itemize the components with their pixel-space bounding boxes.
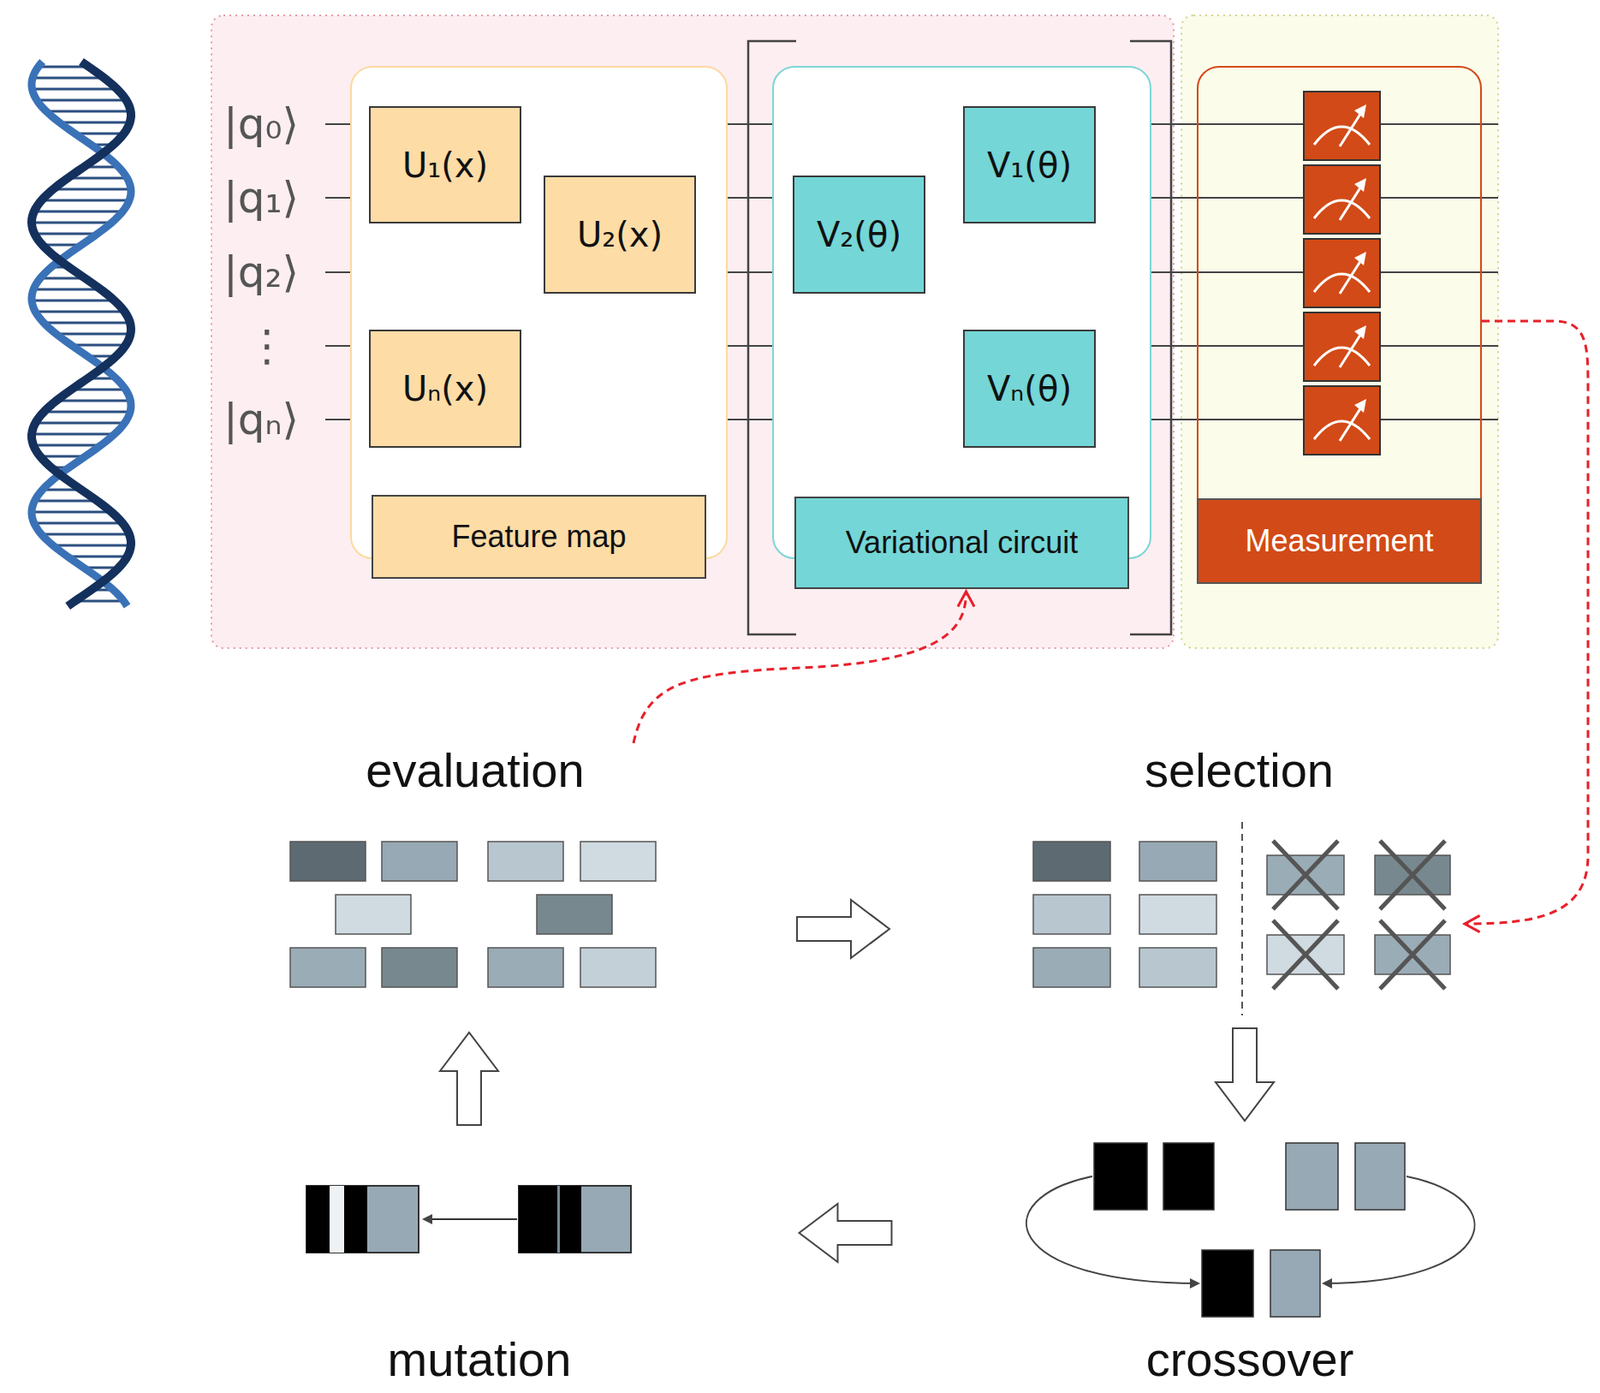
block-label: Variational circuit bbox=[794, 496, 1130, 589]
stage-label: evaluation bbox=[365, 743, 584, 798]
ellipsis-mark: ⋮ bbox=[245, 321, 289, 371]
connector bbox=[1215, 1028, 1274, 1121]
gate-box: U₂(x) bbox=[543, 175, 696, 294]
gate-label: Vₙ(θ) bbox=[987, 368, 1072, 409]
gate-box: U₁(x) bbox=[368, 106, 522, 224]
population bbox=[290, 841, 656, 988]
connector bbox=[440, 1032, 499, 1125]
crossover-chromosomes bbox=[1094, 1142, 1405, 1317]
block-label: Measurement bbox=[1196, 498, 1482, 584]
measure-panel bbox=[1181, 15, 1499, 649]
circuit-panel bbox=[211, 15, 1174, 649]
crossover-arrow bbox=[1026, 1176, 1199, 1284]
gate-label: U₂(x) bbox=[576, 214, 663, 255]
selection-cut bbox=[1241, 821, 1244, 1016]
ga-stage: selection bbox=[1018, 743, 1460, 1019]
gate-label: U₁(x) bbox=[402, 145, 488, 185]
block-arrow bbox=[1215, 1028, 1274, 1121]
rejected-marks bbox=[1272, 840, 1446, 989]
block-arrow bbox=[799, 1203, 893, 1262]
qubit-label: |q₁⟩ bbox=[223, 172, 299, 223]
connector bbox=[797, 899, 890, 958]
stage-label: selection bbox=[1144, 743, 1334, 798]
ga-stage: crossover bbox=[1023, 1130, 1477, 1387]
qubit-label: |q₀⟩ bbox=[223, 99, 299, 149]
circuit-block: Variational circuit V₂(θ) V₁(θ) Vₙ(θ) bbox=[772, 65, 1152, 589]
dna-helix bbox=[31, 61, 131, 607]
block-arrow bbox=[797, 899, 890, 958]
circuit-block: Feature map U₁(x) U₂(x) Uₙ(x) bbox=[350, 65, 728, 579]
crossover-arrow bbox=[1323, 1176, 1476, 1284]
circuit-block: Measurement bbox=[1196, 65, 1482, 584]
dashed-link bbox=[1464, 321, 1589, 924]
gate-box: V₁(θ) bbox=[963, 106, 1096, 224]
dashed-link bbox=[633, 591, 967, 744]
connector bbox=[633, 591, 975, 744]
gate-box: Vₙ(θ) bbox=[963, 329, 1096, 448]
qubit-label: |q₂⟩ bbox=[223, 247, 299, 298]
ga-stage: evaluation bbox=[282, 743, 668, 994]
gate-label: V₁(θ) bbox=[987, 145, 1072, 185]
connector bbox=[1464, 321, 1589, 933]
arrowhead bbox=[957, 591, 975, 607]
qubit-label: |qₙ⟩ bbox=[223, 394, 299, 445]
arrowhead bbox=[1464, 915, 1481, 932]
gate-box: Uₙ(x) bbox=[368, 329, 522, 448]
connector bbox=[799, 1203, 893, 1262]
mutation-chromosomes bbox=[306, 1185, 631, 1253]
ga-stage: mutation bbox=[291, 1164, 668, 1387]
stage-label: crossover bbox=[1146, 1332, 1355, 1387]
gate-label: V₂(θ) bbox=[816, 214, 902, 255]
stage-label: mutation bbox=[387, 1332, 572, 1387]
gate-label: Uₙ(x) bbox=[402, 368, 488, 409]
block-arrow bbox=[440, 1032, 499, 1125]
meter-symbols bbox=[1303, 91, 1380, 455]
block-label: Feature map bbox=[371, 494, 707, 579]
gate-box: V₂(θ) bbox=[792, 175, 926, 294]
